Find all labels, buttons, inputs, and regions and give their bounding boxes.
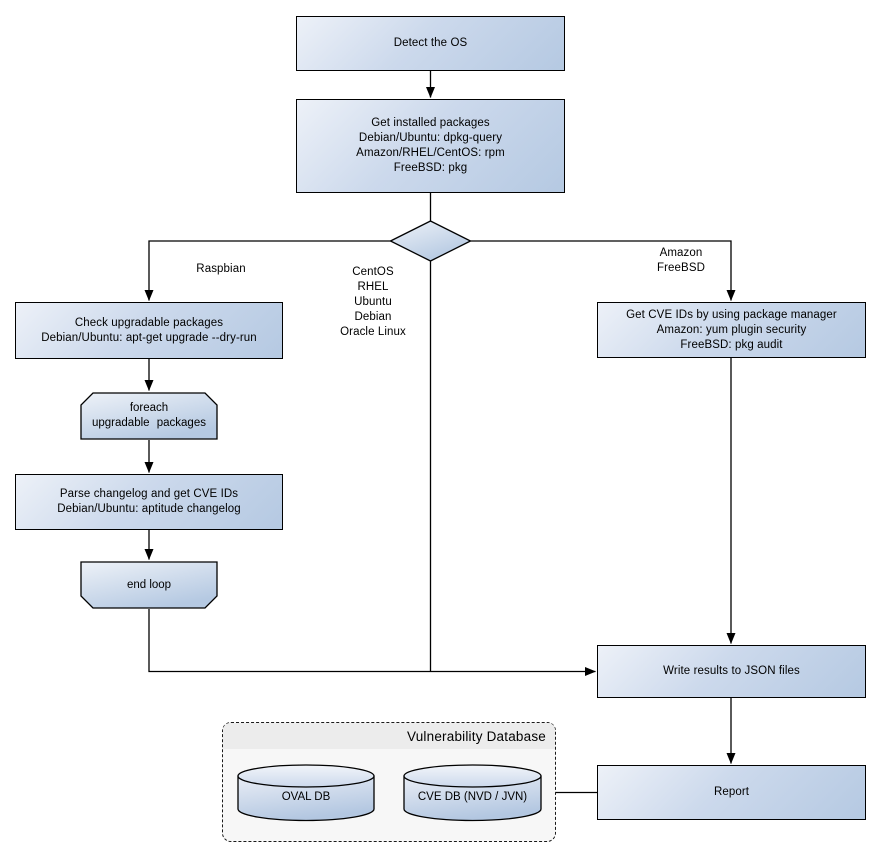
foreach-loop-label: foreach upgradable packages xyxy=(92,402,206,429)
branch-label-raspbian: Raspbian xyxy=(196,263,246,275)
os-decision-diamond xyxy=(389,220,472,262)
check-upgradable-line: Debian/Ubuntu: apt-get upgrade --dry-run xyxy=(41,331,257,344)
connector-endloop-to-write xyxy=(148,609,596,676)
parse-changelog-line: Debian/Ubuntu: aptitude changelog xyxy=(57,503,241,515)
write-json-box: Write results to JSON files xyxy=(597,645,866,698)
oval-db-label: OVAL DB xyxy=(281,791,331,803)
check-upgradable-box: Check upgradable packages Debian/Ubuntu:… xyxy=(15,302,283,359)
write-json-label: Write results to JSON files xyxy=(663,665,800,677)
loop-end-shape xyxy=(80,561,218,609)
get-installed-packages-box: Get installed packages Debian/Ubuntu: dp… xyxy=(296,99,565,193)
vulnerability-database-header: Vulnerability Database xyxy=(223,723,555,749)
parse-changelog-box: Parse changelog and get CVE IDs Debian/U… xyxy=(15,474,283,530)
get-installed-line: Amazon/RHEL/CentOS: rpm xyxy=(356,147,505,159)
get-installed-line: Get installed packages xyxy=(371,117,490,129)
end-loop-shape: end loop xyxy=(80,561,218,609)
detect-os-label: Detect the OS xyxy=(393,37,468,49)
detect-os-box: Detect the OS xyxy=(296,16,565,71)
get-cve-line: FreeBSD: pkg audit xyxy=(680,338,783,351)
connector-decision-to-check-upgradable xyxy=(144,240,391,301)
get-cve-ids-box: Get CVE IDs by using package manager Ama… xyxy=(597,302,866,358)
database-cylinder-icon xyxy=(237,764,375,822)
report-label: Report xyxy=(713,786,750,798)
database-cylinder-icon xyxy=(403,764,542,822)
loop-start-shape xyxy=(80,392,218,440)
get-installed-line: Debian/Ubuntu: dpkg-query xyxy=(358,132,503,144)
end-loop-label: end loop xyxy=(126,578,172,591)
get-cve-line: Get CVE IDs by using package manager xyxy=(626,308,837,321)
cve-db-label: CVE DB (NVD / JVN) xyxy=(417,791,528,803)
foreach-loop-start-shape: foreach upgradable packages xyxy=(80,392,218,440)
report-box: Report xyxy=(597,765,866,820)
connector-decision-to-get-cve xyxy=(470,240,736,301)
parse-changelog-line: Parse changelog and get CVE IDs xyxy=(59,488,239,500)
get-installed-line: FreeBSD: pkg xyxy=(393,162,468,174)
branch-label-rpm-oses: CentOS RHEL Ubuntu Debian Oracle Linux xyxy=(340,266,406,338)
check-upgradable-line: Check upgradable packages xyxy=(74,316,224,329)
branch-label-pkg-oses: Amazon FreeBSD xyxy=(657,247,705,274)
get-cve-line: Amazon: yum plugin security xyxy=(656,323,807,336)
vulnerability-database-title: Vulnerability Database xyxy=(407,728,546,744)
oval-db-cylinder: OVAL DB xyxy=(237,764,375,822)
cve-db-cylinder: CVE DB (NVD / JVN) xyxy=(403,764,542,822)
